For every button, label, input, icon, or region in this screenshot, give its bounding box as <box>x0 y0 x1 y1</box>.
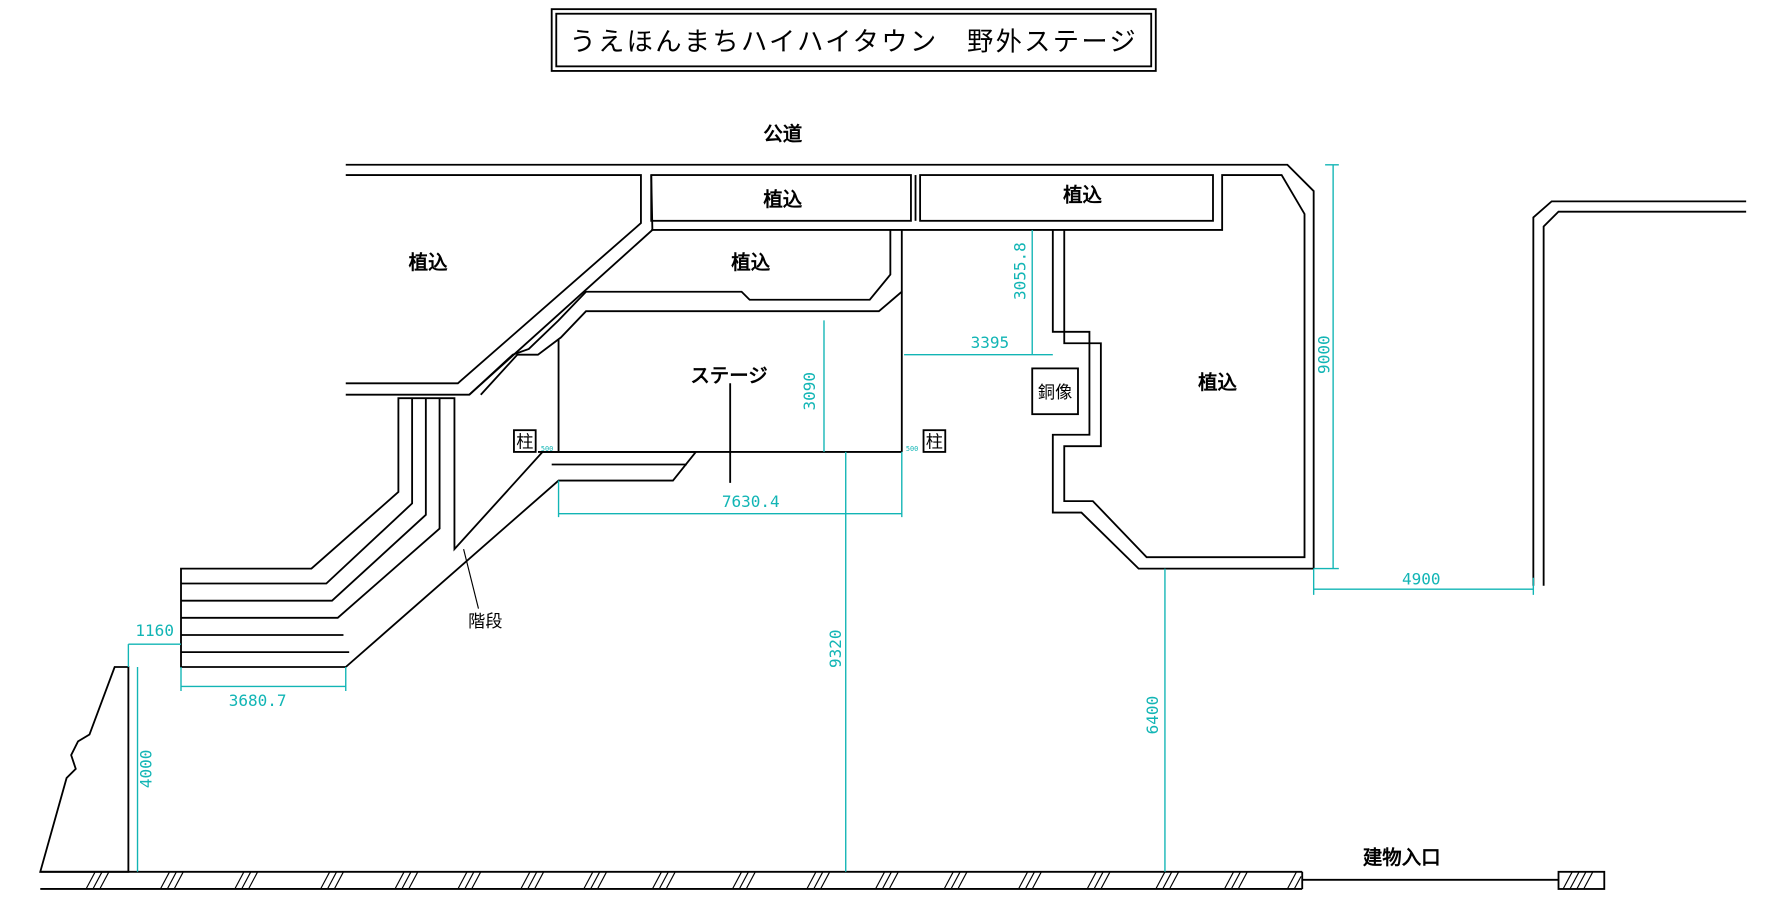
dim-1160: 1160 <box>135 621 174 640</box>
planting-left-label: 植込 <box>409 251 448 274</box>
dimension-lines: 9000 4900 6400 9320 7630.4 3090 3395 305… <box>127 164 1535 872</box>
dim-3680: 3680.7 <box>229 691 287 710</box>
planting-top-left-label: 植込 <box>763 188 802 211</box>
stage-label: ステージ <box>690 364 767 387</box>
pillar-left-label: 柱 <box>516 432 533 452</box>
road-label: 公道 <box>763 123 802 146</box>
planting-right-label: 植込 <box>1198 371 1237 394</box>
dim-3395: 3395 <box>971 333 1010 352</box>
pillar-right: 柱 <box>922 429 947 453</box>
stairs-label: 階段 <box>468 612 502 632</box>
ground-line <box>40 870 1606 890</box>
site-outline <box>345 163 1747 586</box>
dim-500-left: 500 <box>541 445 553 453</box>
dim-7630: 7630.4 <box>722 492 780 511</box>
dim-3090: 3090 <box>800 372 819 411</box>
statue-label: 銅像 <box>1038 383 1072 403</box>
building-entrance-label: 建物入口 <box>1363 846 1441 869</box>
title-block: うえほんまちハイハイタウン 野外ステージ <box>550 8 1157 72</box>
dim-6400: 6400 <box>1143 696 1162 735</box>
dim-500-right: 500 <box>906 445 918 453</box>
retaining-wall <box>39 666 130 873</box>
dim-9320: 9320 <box>826 629 845 668</box>
dim-9000: 9000 <box>1315 335 1334 374</box>
dim-4900: 4900 <box>1402 570 1441 589</box>
drawing-title: うえほんまちハイハイタウン 野外ステージ <box>569 27 1138 57</box>
dim-3055: 3055.8 <box>1010 242 1029 300</box>
planting-center-label: 植込 <box>731 251 770 274</box>
stairs: 階段 <box>180 397 698 668</box>
statue: 銅像 <box>1031 367 1079 416</box>
planting-top-right-label: 植込 <box>1063 183 1102 206</box>
pillar-right-label: 柱 <box>926 432 943 452</box>
dim-4000: 4000 <box>136 750 155 789</box>
pillar-left: 柱 <box>513 429 537 453</box>
